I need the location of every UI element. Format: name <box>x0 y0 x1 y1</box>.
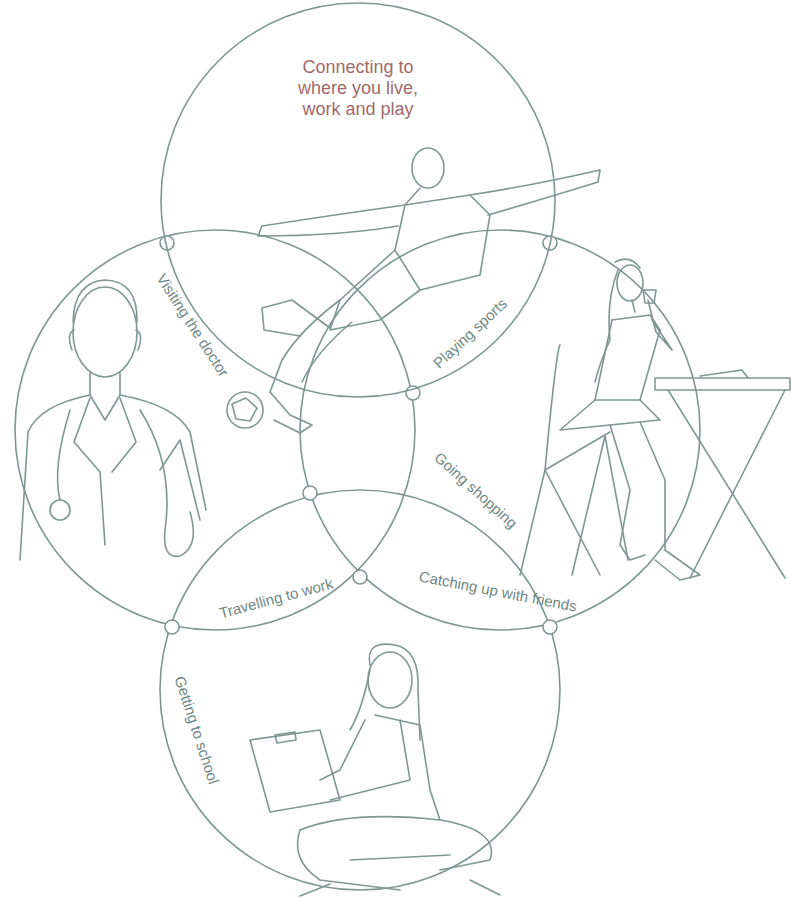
left-circle <box>15 230 415 630</box>
cafe-woman-figure <box>520 259 790 580</box>
arc-label: Visiting the doctor <box>153 270 232 379</box>
arc-label: Going shopping <box>431 449 520 532</box>
right-circle <box>300 230 700 630</box>
reading-girl-figure <box>250 644 500 896</box>
circle-heading: Connecting to where you live, work and p… <box>283 57 433 120</box>
circle-shape <box>161 3 555 397</box>
footballer-figure <box>227 148 600 433</box>
bottom-circle <box>160 490 560 890</box>
venn-circle: Connecting to where you live, work and p… <box>160 2 556 398</box>
arc-label: Playing sports <box>430 295 511 372</box>
arc-label: Travelling to work <box>217 575 334 622</box>
arc-label: Catching up with friends <box>418 567 578 614</box>
doctor-figure <box>20 280 206 560</box>
junction-dots <box>160 236 557 634</box>
arc-label: Getting to school <box>172 674 223 786</box>
